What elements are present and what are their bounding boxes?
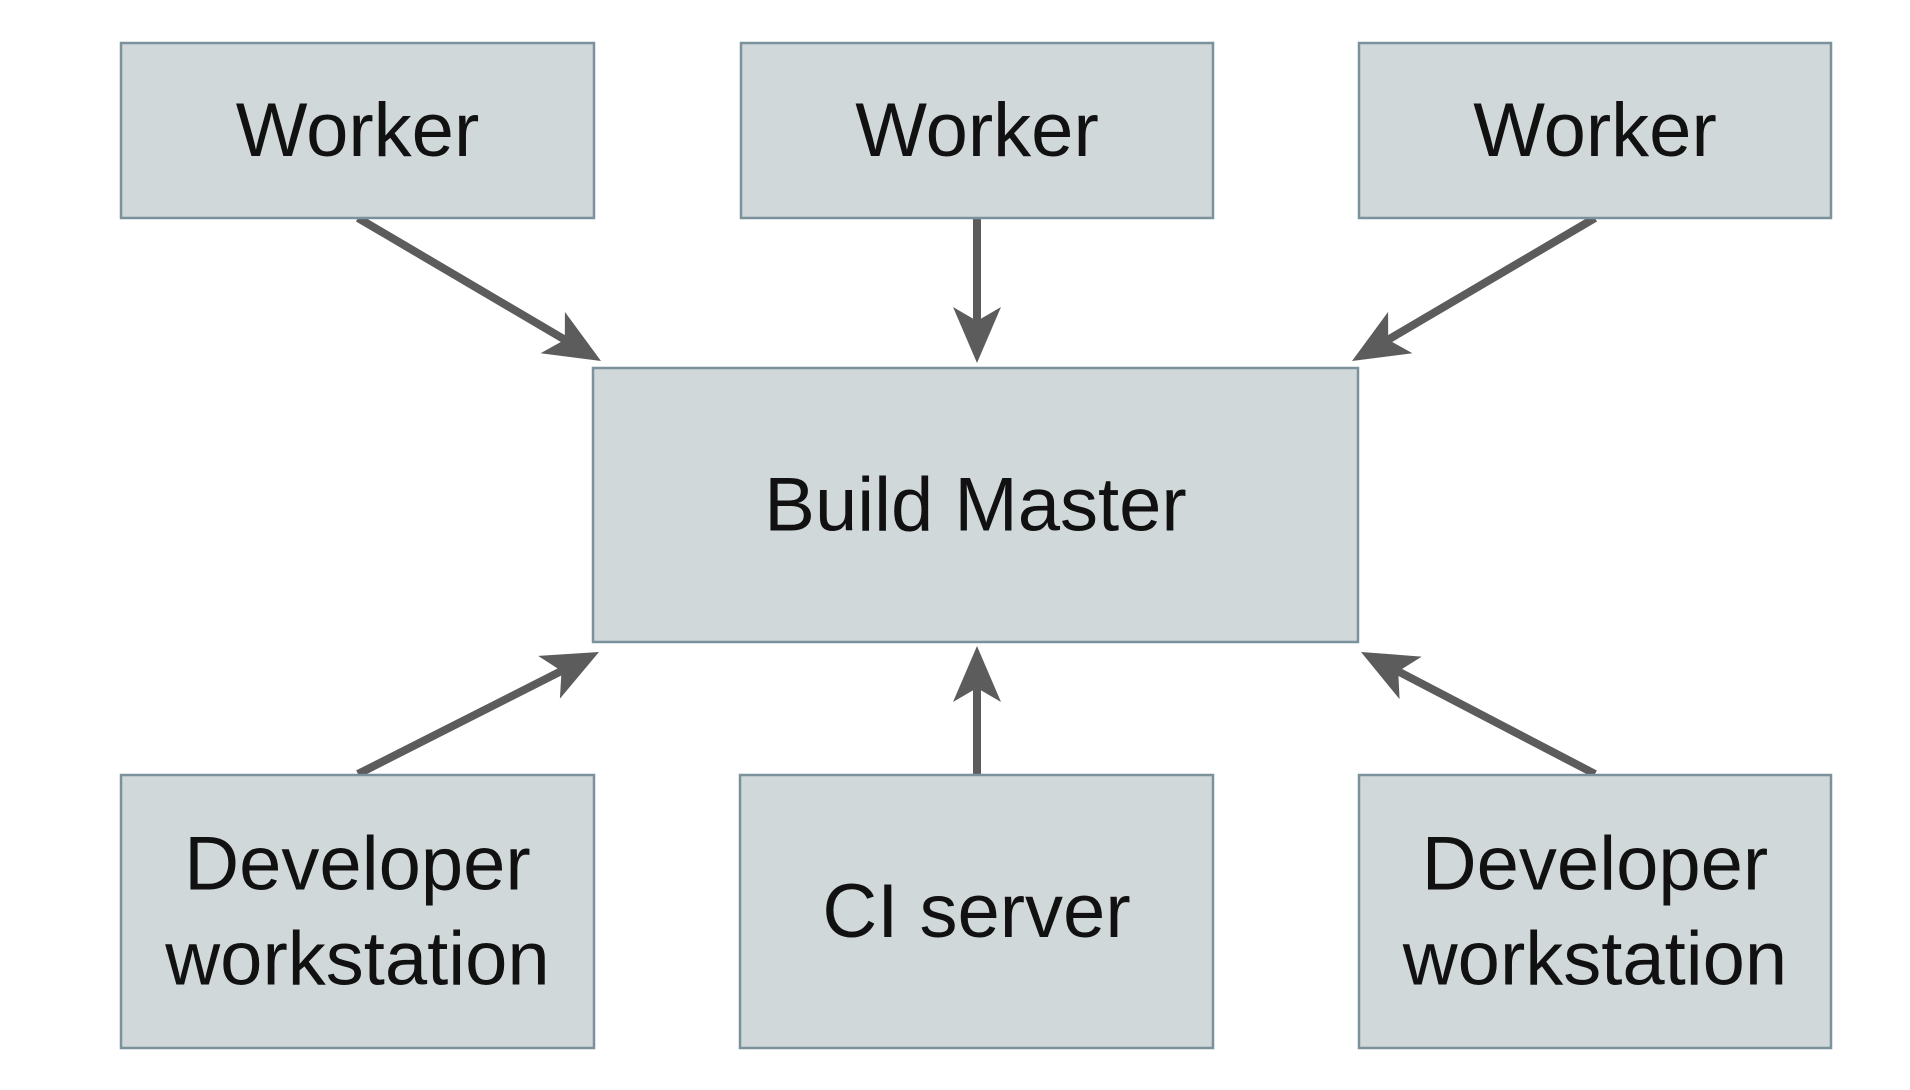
node-label: Worker [1473,88,1717,173]
node-box [1357,773,1833,1050]
node-label: Developer [184,822,530,907]
node-label: workstation [1402,917,1787,1002]
edge-developer-workstation-left-to-build-master [356,651,600,778]
node-developer-workstation-left: Developer workstation [119,773,596,1050]
node-box [591,366,1360,644]
node-build-master: Build Master [591,366,1360,644]
node-box [119,41,596,220]
edge-developer-workstation-right-to-build-master [1360,651,1597,778]
node-box [739,41,1215,220]
node-label: Developer [1422,822,1768,907]
node-label: Worker [855,88,1099,173]
node-label: workstation [164,917,549,1002]
node-label: Build Master [764,463,1186,548]
edge-worker-3-to-build-master [1351,214,1598,361]
node-box [119,773,596,1050]
node-ci-server: CI server [738,773,1215,1050]
edge-worker-1-to-build-master [355,214,602,361]
node-label: CI server [822,869,1130,954]
node-worker-3: Worker [1357,41,1833,220]
node-box [738,773,1215,1050]
node-developer-workstation-right: Developer workstation [1357,773,1833,1050]
node-worker-1: Worker [119,41,596,220]
node-box [1357,41,1833,220]
node-label: Worker [236,88,480,173]
node-worker-2: Worker [739,41,1215,220]
edges-layer [355,214,1598,778]
